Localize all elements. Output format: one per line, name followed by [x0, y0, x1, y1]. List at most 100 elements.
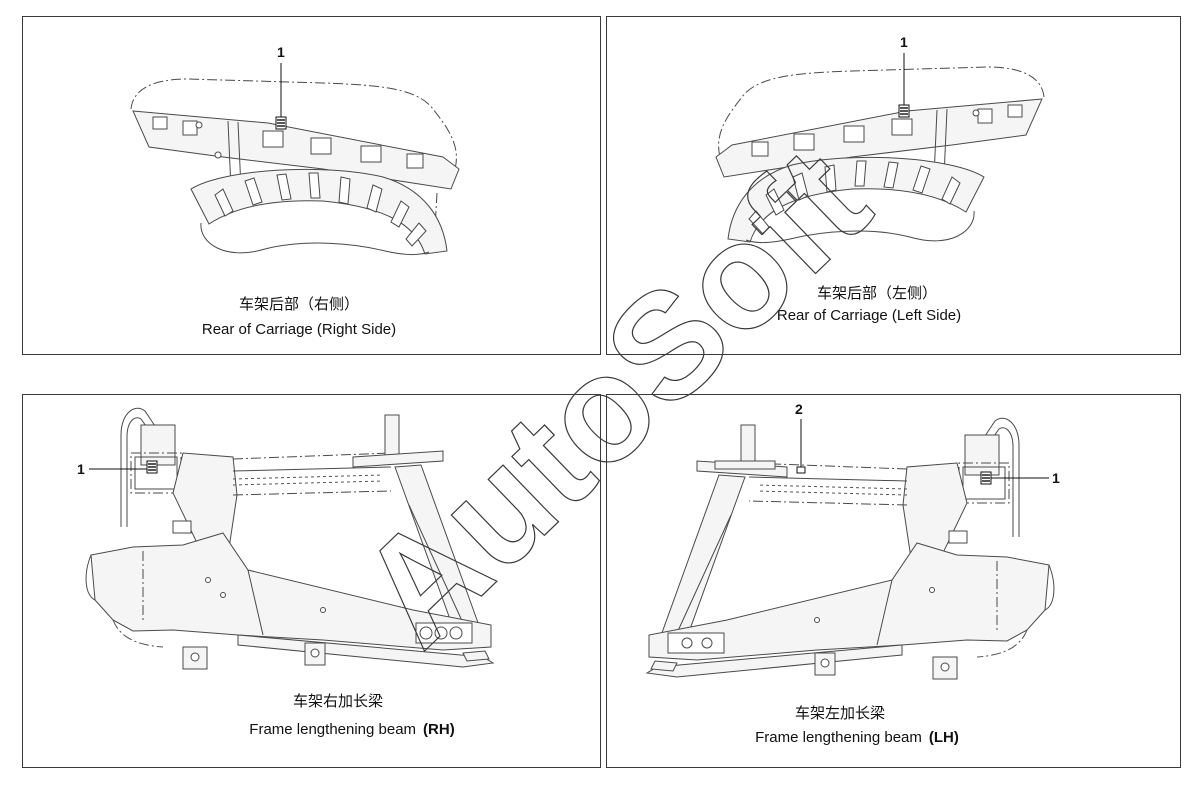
beam-bottom-edge [748, 500, 908, 506]
caption-english-line: Frame lengthening beam(RH) [172, 720, 532, 740]
caption-english: Rear of Carriage (Right Side) [201, 321, 397, 338]
bolt-hole [434, 626, 448, 640]
part-marker-small-icon [796, 466, 806, 474]
grab-handle [982, 417, 1020, 537]
caption-english: Frame lengthening beam [249, 721, 417, 738]
bolt-hole [320, 607, 326, 613]
frame-beam-lh-drawing [645, 417, 1055, 680]
part-marker-icon [898, 104, 910, 118]
bolt-hole [190, 652, 200, 662]
body-seam [247, 569, 264, 636]
band-cutout [310, 137, 332, 155]
panel-rear-right: 1 车架后部（右侧） Rear of Carriage (Right Side) [22, 16, 601, 355]
bolt-hole [820, 658, 830, 668]
fin [883, 161, 899, 189]
callout-number: 1 [1052, 470, 1060, 486]
beam-extension-plate [714, 460, 776, 470]
caption-english: Rear of Carriage (Left Side) [776, 307, 962, 324]
small-tab [172, 520, 192, 534]
fin [405, 222, 427, 247]
part-marker-icon [146, 460, 158, 474]
fin [308, 172, 321, 199]
beam-top-edge [748, 476, 908, 482]
bolt-hole [419, 626, 433, 640]
bolt-hole [205, 577, 211, 583]
grab-handle [126, 417, 152, 527]
tower-block [140, 424, 176, 466]
dashed-outline [718, 66, 1045, 178]
small-tab [948, 530, 968, 544]
beam-top-edge [232, 466, 392, 472]
beam-top-edge [232, 452, 392, 460]
panel-beam-lh: 2 1 车架左加长梁 Frame lengthening beam (LH) [606, 394, 1181, 768]
rear-hook [650, 660, 678, 672]
band-cutout [891, 118, 913, 136]
dashed-outline [130, 78, 457, 190]
fin [214, 188, 234, 217]
caption-chinese: 车架左加长梁 [794, 704, 885, 722]
bolt-hole [814, 617, 820, 623]
fin [941, 176, 961, 205]
fin [765, 188, 785, 216]
post-cap [352, 450, 444, 468]
bolt-hole [449, 626, 463, 640]
bolt-hole [940, 662, 950, 672]
rear-carriage-part [130, 78, 460, 255]
rear-hook [462, 650, 490, 662]
band-cutout [152, 116, 168, 130]
band-cutout [1007, 104, 1023, 118]
bolt-hole [929, 587, 935, 593]
bolt-hole [310, 648, 320, 658]
beam-dotted-band [756, 484, 908, 490]
panel-beam-rh: 1 车架右加长梁 Frame lengthening beam(RH) [22, 394, 601, 768]
caption-side-tag: (LH) [928, 729, 959, 746]
fin [748, 210, 770, 235]
hole-plate [667, 632, 725, 654]
beam-bottom-edge [232, 490, 392, 496]
post-bolt [740, 424, 756, 466]
lower-body-end [85, 554, 96, 601]
fin [912, 165, 931, 194]
beam-dotted-band [232, 474, 384, 480]
caption-english: Frame lengthening beam [755, 729, 922, 746]
lower-outline [745, 210, 975, 243]
diagonal-inner [676, 514, 732, 634]
grab-handle [988, 427, 1014, 537]
rear-carriage-part [715, 66, 1045, 243]
mount-bracket [962, 466, 1006, 500]
band-cutout [262, 130, 284, 148]
band-cutout [406, 153, 424, 169]
band-cutout [843, 125, 865, 143]
diagonal-member [394, 464, 482, 634]
mount-bracket [958, 462, 1010, 504]
bottom-rail [645, 644, 903, 678]
fin [366, 184, 383, 213]
dashed-outline [112, 619, 164, 648]
frame-band [715, 98, 1043, 178]
callout-number: 1 [277, 44, 285, 60]
fin [854, 160, 867, 187]
bottom-rail [237, 634, 495, 668]
callout-number-2: 2 [795, 401, 803, 417]
callout-number: 1 [900, 34, 908, 50]
band-cutout [751, 141, 769, 157]
callout-number: 1 [77, 461, 85, 477]
caption-chinese: 车架后部（左侧） [816, 284, 937, 302]
fin [390, 200, 410, 228]
grab-handle [120, 407, 158, 527]
fin [824, 164, 837, 193]
caption-english-line: Frame lengthening beam (LH) [677, 728, 1037, 748]
beam-dotted-band [756, 490, 908, 496]
tower-block [964, 434, 1000, 476]
caption-chinese: 车架右加长梁 [292, 692, 383, 710]
lower-body [648, 542, 1050, 661]
frame-band [132, 110, 460, 190]
diagonal-inner [408, 504, 464, 624]
diagonal-member [658, 474, 746, 644]
beam-dotted-band [232, 480, 384, 486]
bolt-hole [220, 592, 226, 598]
fin [338, 176, 351, 205]
band-cutout [360, 145, 382, 163]
fin [244, 177, 263, 206]
panel-rear-left: 1 车架后部（左侧） Rear of Carriage (Left Side) [606, 16, 1181, 355]
